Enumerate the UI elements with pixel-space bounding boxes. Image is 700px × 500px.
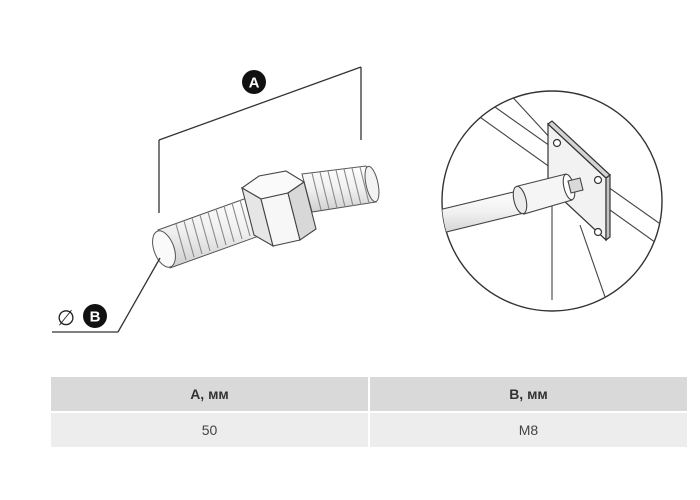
product-diagram: A xyxy=(52,66,663,333)
header-a: A, мм xyxy=(51,377,369,412)
diameter-symbol: ∅ xyxy=(57,306,75,330)
dimension-a-bracket xyxy=(158,66,362,213)
cell-a-value: 50 xyxy=(51,411,369,447)
table-header-row: A, мм B, мм xyxy=(51,377,687,412)
label-a-text: A xyxy=(249,75,260,92)
mounted-rod xyxy=(442,173,584,237)
table-row: 50 M8 xyxy=(51,411,687,447)
cell-b-value: M8 xyxy=(368,411,687,447)
threaded-stud xyxy=(152,165,380,269)
label-b-text: B xyxy=(90,309,101,326)
installation-detail xyxy=(441,90,663,312)
header-b: B, мм xyxy=(368,377,687,412)
hex-nut xyxy=(240,170,317,248)
label-b-badge: B xyxy=(83,304,107,328)
label-a-badge: A xyxy=(242,70,266,94)
spec-table: A, мм B, мм 50 M8 xyxy=(51,377,687,447)
diameter-b-leader xyxy=(52,257,161,333)
